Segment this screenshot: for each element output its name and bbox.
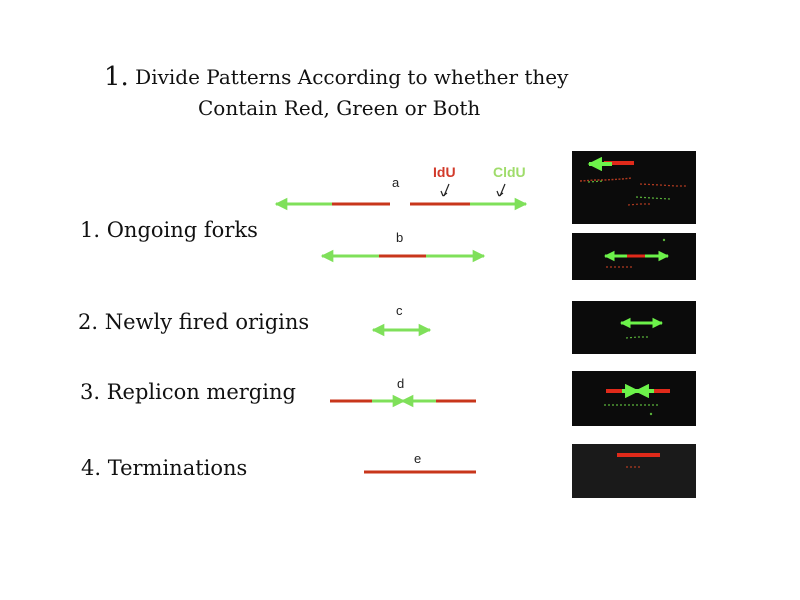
pattern-c-letter: c	[396, 303, 403, 318]
label-newly-fired-origins: 2. Newly fired origins	[78, 310, 310, 334]
micrograph-a-faint-fiber-4	[635, 196, 671, 200]
legend-idu-label: IdU	[433, 164, 456, 180]
legend-cldu-label: CldU	[493, 164, 526, 180]
micrograph-a-faint-fiber-2	[587, 180, 605, 183]
micrograph-d-background	[572, 371, 696, 426]
pattern-d-letter: d	[397, 376, 404, 391]
micrograph-d	[572, 371, 696, 426]
micrograph-b	[572, 233, 696, 280]
title-line-2: Contain Red, Green or Both	[198, 96, 481, 120]
title-text-1: Divide Patterns According to whether the…	[128, 65, 569, 89]
title-line-1: 1. Divide Patterns According to whether …	[104, 62, 568, 92]
micrograph-a	[572, 151, 696, 224]
micrograph-e	[572, 444, 696, 498]
micrograph-a-faint-fiber-5	[627, 203, 650, 206]
pattern-b-letter: b	[396, 230, 403, 245]
micrograph-a-faint-fiber-3	[639, 183, 688, 187]
title-number: 1.	[104, 62, 129, 92]
micrograph-e-background	[572, 444, 696, 498]
legend-idu-pointer-head	[440, 190, 448, 197]
micrograph-d-speck	[649, 412, 653, 416]
pattern-e-letter: e	[414, 451, 421, 466]
micrograph-c-background	[572, 301, 696, 354]
legend-cldu-pointer-head	[496, 190, 504, 197]
label-ongoing-forks: 1. Ongoing forks	[80, 218, 258, 242]
pattern-a-letter: a	[392, 175, 400, 190]
micrograph-c	[572, 301, 696, 354]
label-replicon-merging: 3. Replicon merging	[80, 380, 296, 404]
micrograph-c-faint-fiber	[625, 336, 648, 339]
micrograph-b-speck	[662, 238, 666, 242]
micrograph-a-faint-fiber-1	[579, 177, 633, 182]
label-terminations: 4. Terminations	[81, 456, 248, 480]
